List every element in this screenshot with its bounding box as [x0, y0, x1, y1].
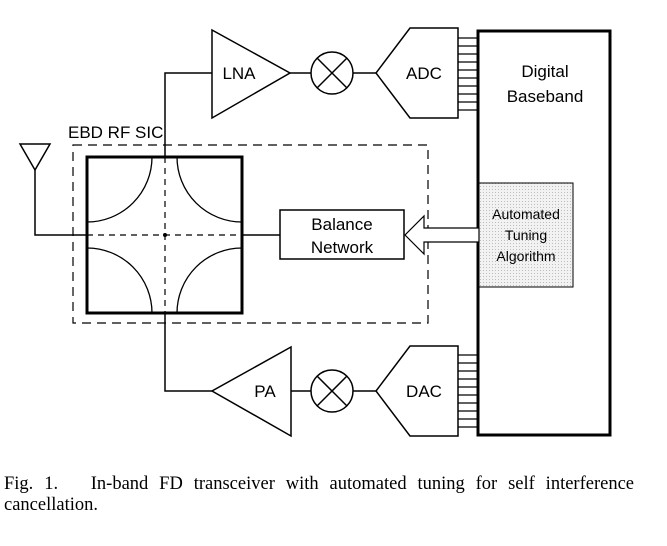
adc-bus-lines — [458, 37, 478, 111]
adc-label: ADC — [406, 64, 442, 83]
hybrid-coupler-center-dot — [163, 233, 167, 237]
figure-caption: Fig. 1. In-band FD transceiver with auto… — [4, 474, 634, 516]
tuning-label-line2: Tuning — [505, 227, 547, 243]
signal-wires — [34, 72, 376, 392]
adc-block — [375, 27, 459, 119]
dac-block — [375, 345, 459, 437]
dac-label: DAC — [406, 382, 442, 401]
pa-block — [210, 345, 292, 438]
tuning-algorithm-block — [478, 182, 574, 288]
balance-network-label-line1: Balance — [311, 215, 372, 234]
ebd-rf-sic-label: EBD RF SIC — [68, 123, 163, 142]
digital-baseband-label-line2: Baseband — [507, 87, 584, 106]
balance-network-block — [279, 209, 405, 260]
control-arrow-icon — [404, 214, 480, 256]
tuning-label-line3: Algorithm — [496, 248, 555, 264]
pa-label: PA — [254, 382, 276, 401]
antenna-icon — [18, 143, 52, 172]
digital-baseband-label-line1: Digital — [521, 62, 568, 81]
tuning-label-line1: Automated — [492, 206, 560, 222]
lna-block — [211, 28, 292, 120]
dac-bus-lines — [458, 354, 478, 428]
lna-label: LNA — [222, 64, 256, 83]
bottom-mixer-cross — [316, 375, 348, 407]
block-diagram: Digital Baseband Automated Tuning Algori… — [18, 27, 612, 438]
balance-network-label-line2: Network — [311, 238, 374, 257]
caption-text: In-band FD transceiver with automated tu… — [4, 474, 635, 515]
caption-prefix: Fig. 1. — [4, 474, 59, 494]
hybrid-coupler-arcs — [86, 156, 243, 314]
top-mixer-cross — [316, 57, 348, 89]
